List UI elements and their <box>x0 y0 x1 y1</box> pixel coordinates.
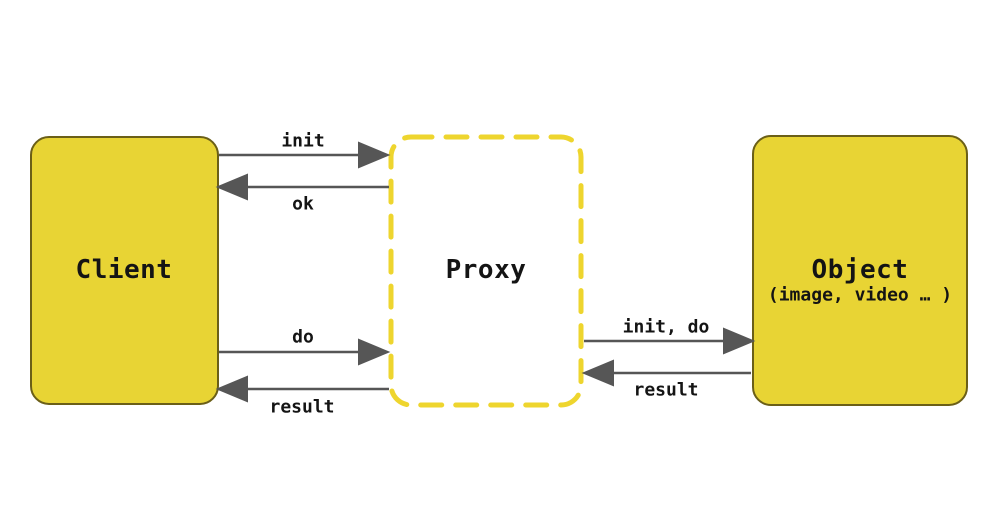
msg-init-do: init, do <box>622 316 710 338</box>
proxy-box-shape <box>388 134 584 408</box>
msg-ok: ok <box>292 193 314 215</box>
client-box-shape <box>30 136 219 405</box>
object-sublabel: (image, video … ) <box>767 284 953 306</box>
msg-init: init <box>281 130 325 152</box>
proxy-label: Proxy <box>445 255 527 285</box>
client-label: Client <box>75 255 173 285</box>
msg-do: do <box>292 326 314 348</box>
msg-result-left: result <box>269 396 335 418</box>
object-box-shape <box>752 135 968 406</box>
msg-result-right: result <box>633 379 699 401</box>
object-label: Object <box>811 255 909 285</box>
